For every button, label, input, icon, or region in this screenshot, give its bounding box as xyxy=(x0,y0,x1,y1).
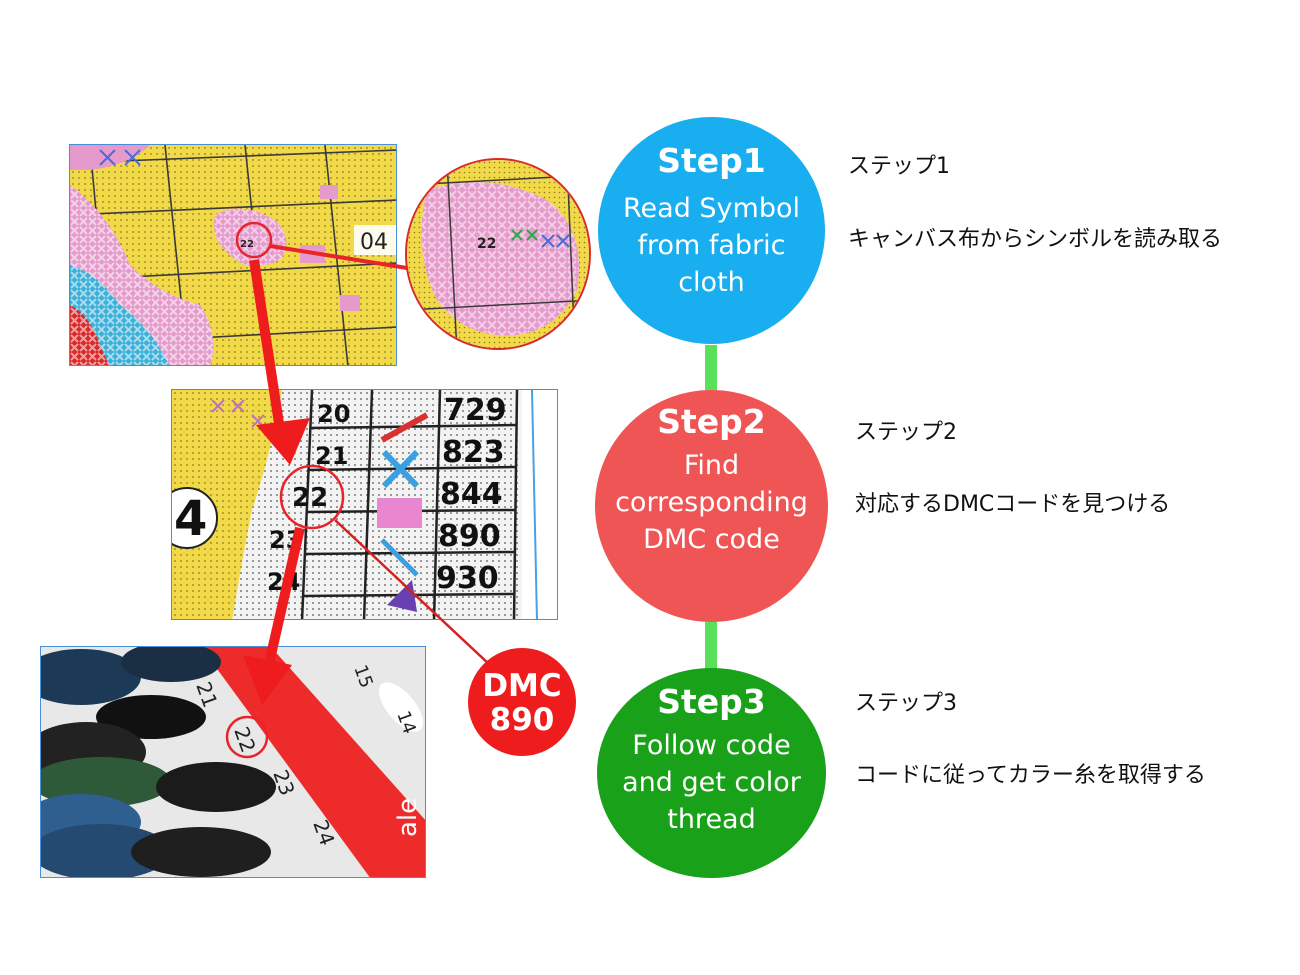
step2-jp-title: ステップ2 xyxy=(855,420,957,445)
grid-label: 04 xyxy=(360,230,388,255)
step2-desc-line2: corresponding xyxy=(615,487,808,518)
legend-symbol-20: 20 xyxy=(317,400,350,428)
legend-code-930: 930 xyxy=(436,561,499,596)
legend-code-844: 844 xyxy=(440,477,503,512)
step2-desc-line1: Find xyxy=(683,450,740,481)
step1-desc-line2: from fabric xyxy=(637,230,786,261)
step3-title: Step3 xyxy=(657,682,766,721)
arrow-1-shaft xyxy=(249,259,285,431)
highlight-circle-fabric xyxy=(235,221,273,259)
side-number: 4 xyxy=(174,491,207,547)
dmc-badge-line1: DMC xyxy=(482,668,562,704)
step2-title: Step2 xyxy=(657,402,766,441)
legend-symbol-21: 21 xyxy=(315,442,348,470)
step3-jp-desc: コードに従ってカラー糸を取得する xyxy=(855,763,1206,788)
step1-title: Step1 xyxy=(657,141,766,180)
arrow-1-head xyxy=(256,418,310,465)
step2-circle: Step2 Find corresponding DMC code xyxy=(595,390,828,622)
step1-desc-line3: cloth xyxy=(678,267,745,298)
thread-card-photo: 21 22 23 24 15 14 ale xyxy=(40,646,426,878)
callout-line-dmc xyxy=(334,519,491,666)
dmc-badge-line2: 890 xyxy=(489,702,555,738)
connector-2-3 xyxy=(705,622,717,670)
callout-line-zoom xyxy=(269,244,408,270)
legend-code-729: 729 xyxy=(444,393,507,428)
step2-jp-desc: 対応するDMCコードを見つける xyxy=(855,492,1171,517)
step1-jp-title: ステップ1 xyxy=(848,154,950,179)
arrow-2-head xyxy=(243,655,292,705)
highlight-circle-card xyxy=(225,715,269,759)
dmc-code-badge: DMC 890 xyxy=(468,648,576,756)
zoom-symbol: 22 xyxy=(477,236,496,252)
step1-jp-desc: キャンバス布からシンボルを読み取る xyxy=(848,227,1223,252)
step3-desc-line3: thread xyxy=(667,804,756,835)
step3-desc-line2: and get color xyxy=(622,767,801,798)
legend-code-890: 890 xyxy=(438,519,501,554)
step3-circle: Step3 Follow code and get color thread xyxy=(597,668,826,878)
highlight-circle-legend xyxy=(279,464,345,530)
fabric-photo: 04 22 xyxy=(69,144,397,366)
legend-photo: 4 20 729 21 823 22 844 23 xyxy=(171,389,558,620)
legend-code-823: 823 xyxy=(442,435,505,470)
legend-symbol-22: 22 xyxy=(292,483,328,513)
step3-jp-title: ステップ3 xyxy=(855,691,957,716)
zoom-circle: 22 xyxy=(405,158,591,350)
step3-desc-line1: Follow code xyxy=(632,730,791,761)
connector-1-2 xyxy=(705,345,717,390)
fabric-symbol: 22 xyxy=(240,239,254,250)
step1-circle: Step1 Read Symbol from fabric cloth xyxy=(598,117,825,344)
step2-desc-line3: DMC code xyxy=(643,524,780,555)
arrow-2-shaft xyxy=(263,526,305,670)
step1-desc-line1: Read Symbol xyxy=(622,193,800,224)
card-text: ale xyxy=(393,798,423,837)
